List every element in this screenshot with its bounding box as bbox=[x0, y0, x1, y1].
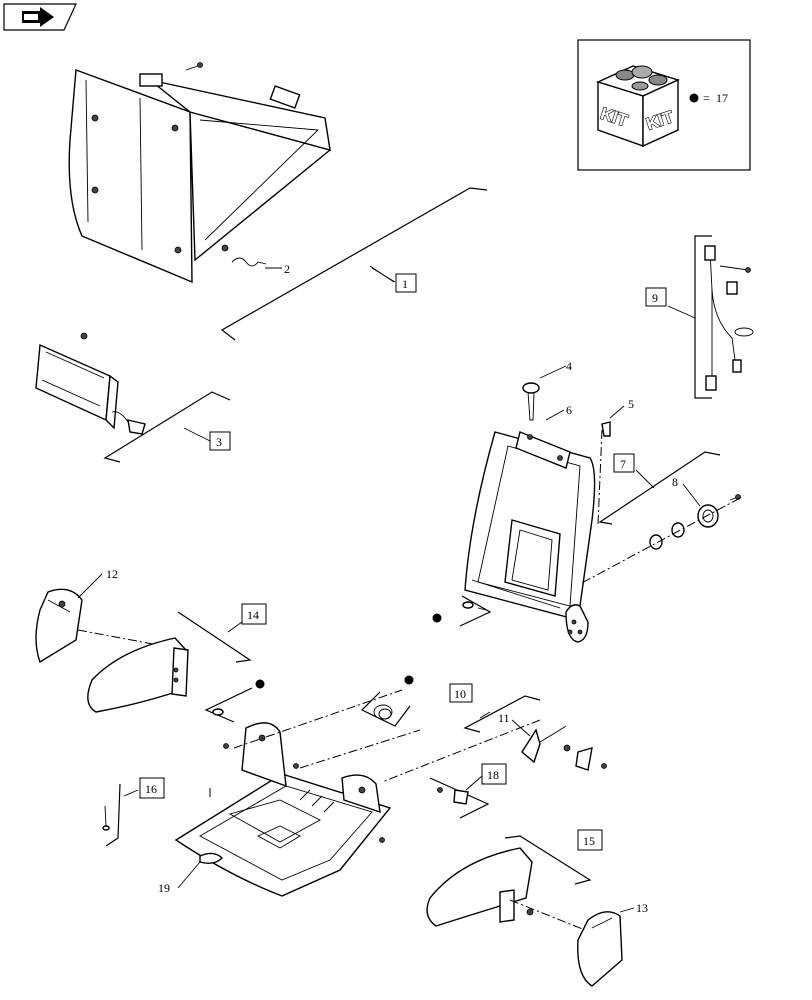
svg-text:10: 10 bbox=[454, 687, 466, 701]
part-side-cover-12 bbox=[35, 588, 83, 664]
svg-text:1: 1 bbox=[402, 277, 408, 291]
kit-legend-box: KIT KIT = 17 bbox=[577, 39, 751, 171]
svg-text:18: 18 bbox=[487, 768, 499, 782]
callout-9[interactable]: 9 bbox=[645, 287, 667, 307]
callout-10[interactable]: 10 bbox=[449, 683, 473, 703]
callout-16[interactable]: 16 bbox=[139, 777, 165, 799]
svg-text:14: 14 bbox=[247, 608, 259, 622]
kit-equals-sign: = bbox=[703, 91, 710, 105]
bracket-line-3 bbox=[103, 391, 231, 463]
callout-12[interactable]: 12 bbox=[106, 567, 118, 581]
nav-arrow-button[interactable] bbox=[3, 3, 77, 31]
callout-11[interactable]: 11 bbox=[498, 711, 510, 725]
callout-3[interactable]: 3 bbox=[209, 431, 231, 451]
kit-dot-17b bbox=[255, 679, 265, 689]
leader-lines bbox=[77, 265, 701, 913]
bracket-line-10 bbox=[463, 695, 541, 733]
part-seat-cushion-assembly bbox=[68, 62, 331, 284]
part-wiring-harness-9 bbox=[694, 235, 754, 399]
callout-13[interactable]: 13 bbox=[636, 901, 648, 915]
kit-box-icon bbox=[596, 65, 680, 148]
kit-dot-17a bbox=[432, 613, 442, 623]
callout-15[interactable]: 15 bbox=[577, 829, 603, 851]
callout-6[interactable]: 6 bbox=[566, 403, 572, 417]
callout-4[interactable]: 4 bbox=[566, 359, 572, 373]
callout-19[interactable]: 19 bbox=[158, 881, 170, 895]
kit-legend-number: 17 bbox=[716, 91, 728, 105]
part-spring-17c bbox=[360, 691, 411, 727]
callout-7[interactable]: 7 bbox=[613, 453, 635, 473]
spring-clip-2 bbox=[231, 257, 267, 267]
kit-dot-17c bbox=[404, 675, 414, 685]
part-knob-assembly-8 bbox=[649, 494, 741, 550]
part-bracket-set-3 bbox=[35, 332, 146, 435]
kit-dot-marker bbox=[689, 93, 699, 103]
svg-text:16: 16 bbox=[145, 782, 157, 796]
part-side-cover-13 bbox=[577, 911, 623, 987]
callout-2[interactable]: 2 bbox=[284, 262, 290, 276]
svg-text:7: 7 bbox=[620, 457, 626, 471]
part-bracket-18 bbox=[429, 777, 490, 819]
callout-5[interactable]: 5 bbox=[628, 397, 634, 411]
bracket-line-1 bbox=[220, 187, 488, 341]
callout-14[interactable]: 14 bbox=[241, 603, 267, 625]
bracket-line-15 bbox=[504, 835, 592, 885]
part-washer-group-17a bbox=[459, 595, 492, 627]
svg-text:9: 9 bbox=[652, 291, 658, 305]
callout-1[interactable]: 1 bbox=[395, 273, 417, 293]
part-backrest-frame-6 bbox=[464, 431, 596, 643]
forward-arrow-icon bbox=[22, 7, 54, 27]
part-armrest-14 bbox=[87, 637, 189, 713]
bracket-line-14 bbox=[177, 611, 252, 663]
svg-text:15: 15 bbox=[583, 834, 595, 848]
svg-text:3: 3 bbox=[216, 435, 222, 449]
part-bolt-4 bbox=[522, 382, 540, 421]
part-seat-base-19 bbox=[174, 722, 392, 897]
part-armrest-15 bbox=[426, 847, 534, 927]
part-pin-16 bbox=[102, 783, 121, 847]
part-clip-5 bbox=[601, 421, 611, 437]
part-lever-11 bbox=[521, 725, 607, 771]
callout-18[interactable]: 18 bbox=[481, 763, 507, 785]
part-washer-group-17b bbox=[204, 687, 253, 723]
callout-8[interactable]: 8 bbox=[672, 475, 678, 489]
